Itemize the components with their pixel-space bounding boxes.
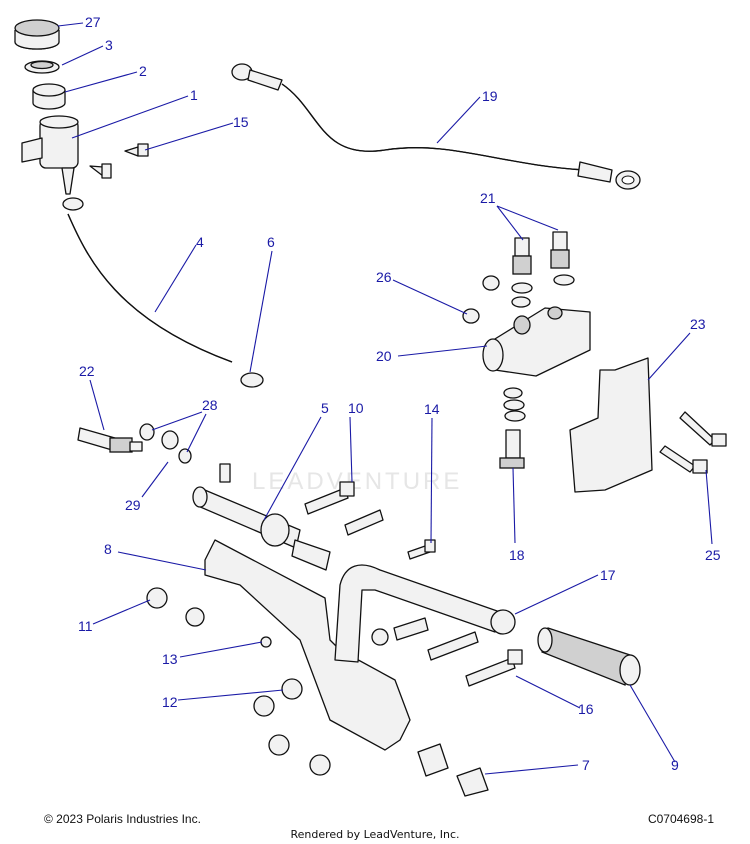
- watermark-text: LEADVENTURE: [252, 468, 462, 495]
- pivot-bolt-part: [304, 481, 384, 536]
- hose-clamp-part: [62, 197, 84, 211]
- banjo-bolt-part: [499, 429, 525, 469]
- callout-10: 10: [348, 400, 364, 416]
- master-cylinder-seal-part: [139, 423, 192, 464]
- callout-4: 4: [196, 234, 204, 250]
- callout-17: 17: [600, 567, 616, 583]
- callout-2: 2: [139, 63, 147, 79]
- inlet-fitting-part: [77, 427, 143, 453]
- callout-3: 3: [105, 37, 113, 53]
- callout-11: 11: [78, 618, 93, 634]
- callout-14: 14: [424, 401, 440, 417]
- callout-6: 6: [267, 234, 275, 250]
- callout-1: 1: [190, 87, 198, 103]
- nut-part: [462, 275, 500, 324]
- callout-13: 13: [162, 651, 178, 667]
- pedal-bolt-part: [371, 617, 523, 687]
- diagram-code: C0704698-1: [647, 812, 714, 826]
- diaphragm-plate-part: [24, 60, 60, 74]
- brake-switch-part: [511, 231, 575, 294]
- callout-25: 25: [705, 547, 721, 563]
- washer-part: [511, 296, 531, 308]
- brake-manifold-part: [482, 306, 591, 377]
- reservoir-part: [21, 115, 79, 195]
- callout-22: 22: [79, 363, 95, 379]
- bushing-part: [417, 743, 489, 797]
- callout-8: 8: [104, 541, 112, 557]
- callout-23: 23: [690, 316, 706, 332]
- brake-pedal-part: [334, 564, 516, 663]
- hose-part: [67, 213, 233, 363]
- flange-nut-part: [146, 587, 331, 776]
- master-cylinder-part: [192, 463, 331, 571]
- callout-21: 21: [480, 190, 496, 206]
- callout-7: 7: [582, 757, 590, 773]
- diaphragm-part: [32, 83, 66, 110]
- callout-labels: 27 3 2 1 15 4 6 19 21 26 20 23 22 28 29 …: [78, 14, 721, 773]
- callout-9: 9: [671, 757, 679, 773]
- callout-28: 28: [202, 397, 218, 413]
- brake-line-part: [231, 63, 641, 190]
- callout-12: 12: [162, 694, 178, 710]
- callout-20: 20: [376, 348, 392, 364]
- rendered-by-text: Rendered by LeadVenture, Inc.: [290, 828, 460, 841]
- pedal-bracket-part: [204, 539, 411, 751]
- callout-29: 29: [125, 497, 141, 513]
- callout-27: 27: [85, 14, 101, 30]
- callout-16: 16: [578, 701, 594, 717]
- callout-15: 15: [233, 114, 249, 130]
- seal-washer-part: [503, 387, 526, 422]
- pedal-grip-part: [537, 627, 641, 686]
- copyright-text: © 2023 Polaris Industries Inc.: [44, 812, 201, 826]
- bracket-part: [569, 357, 653, 493]
- clevis-pin-part: [407, 539, 436, 560]
- bolt-part: [89, 143, 149, 179]
- callout-26: 26: [376, 269, 392, 285]
- callout-19: 19: [482, 88, 498, 104]
- callout-5: 5: [321, 400, 329, 416]
- leader-lines: [57, 22, 713, 775]
- reservoir-cap-part: [14, 19, 60, 50]
- hose-clamp-part-2: [240, 372, 264, 388]
- mounting-bolt-part: [659, 411, 727, 474]
- callout-18: 18: [509, 547, 525, 563]
